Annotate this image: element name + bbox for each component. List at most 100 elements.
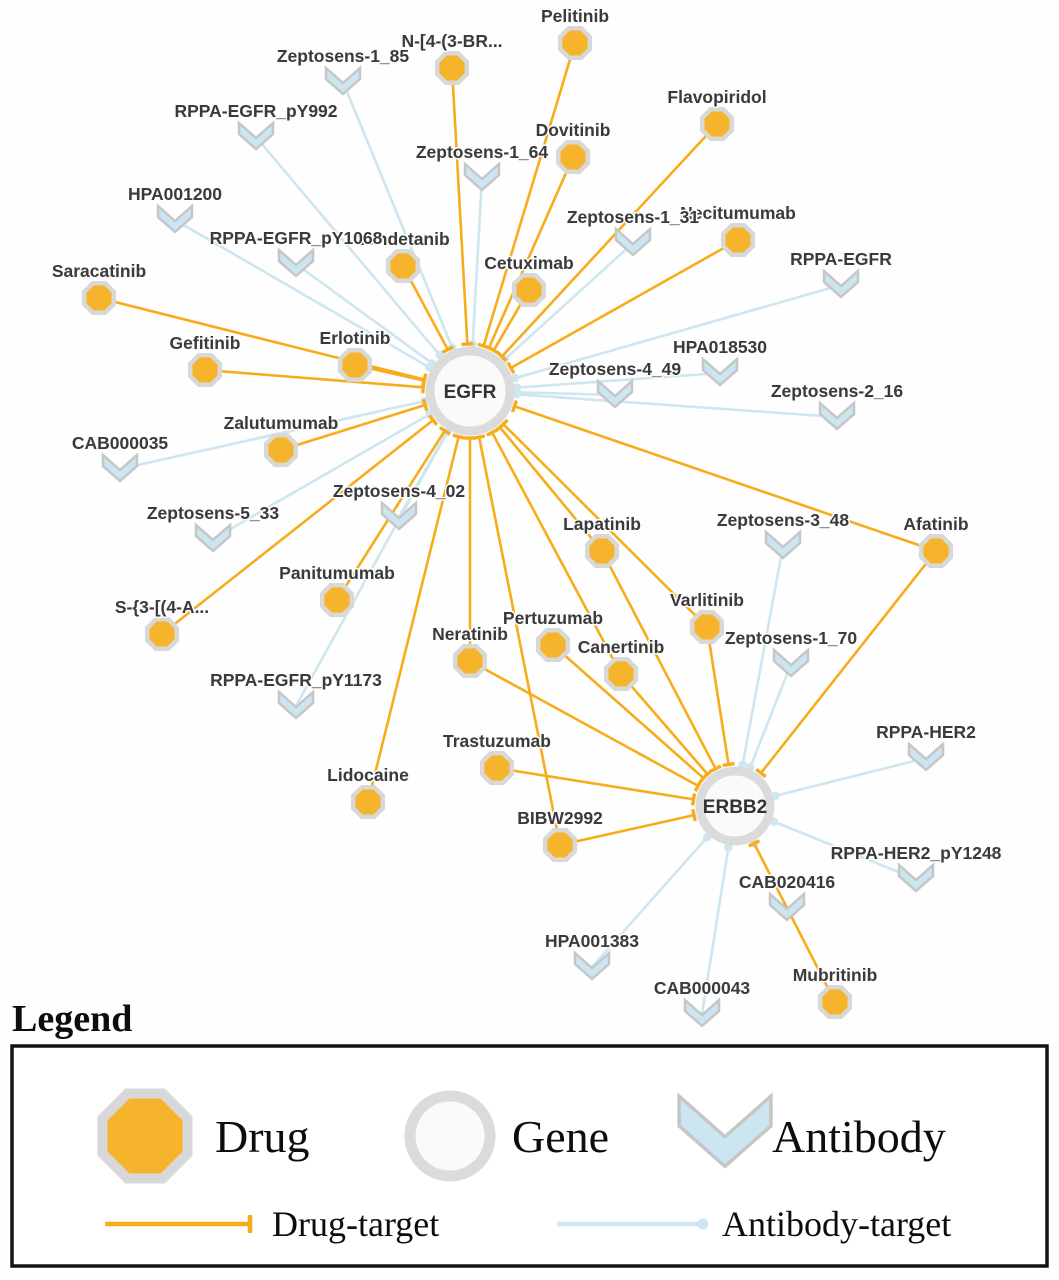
drug-label-canertinib: Canertinib: [578, 637, 665, 657]
drug-target-edge-afatinib-erbb2: [759, 550, 938, 774]
antibody-label-cab000035: CAB000035: [72, 433, 169, 453]
antibody-edge-dot: [738, 760, 747, 769]
antibody-target-edge-hpa018530-egfr: [516, 371, 721, 389]
antibody-node-rppa_egfr_py1173: [277, 689, 315, 720]
drug-label-lidocaine: Lidocaine: [327, 765, 409, 785]
antibody-target-edge-zeptosens_5_33-egfr: [212, 413, 430, 541]
antibody-target-edge-zeptosens_3_48-erbb2: [741, 545, 785, 765]
antibody-target-edge-zeptosens_4_49-egfr: [516, 390, 616, 397]
antibody-label-zeptosens_4_02: Zeptosens-4_02: [333, 481, 466, 501]
antibody-label-zeptosens_5_33: Zeptosens-5_33: [147, 503, 280, 523]
drug-label-flavopiridol: Flavopiridol: [667, 87, 766, 107]
drug-edge-tee: [421, 374, 428, 387]
antibody-label-hpa018530: HPA018530: [673, 337, 767, 357]
network-layer: EGFRERBB2PelitinibN-[4-(3-BR...Flavopiri…: [50, 5, 1003, 1028]
antibody-edge-dot: [512, 390, 522, 399]
drug-node-canertinib: [603, 656, 639, 692]
drug-label-panitumumab: Panitumumab: [279, 563, 395, 583]
drug-target-edge-dovitinib-egfr: [487, 156, 575, 349]
labels-layer: EGFRERBB2PelitinibN-[4-(3-BR...Flavopiri…: [50, 5, 1003, 1000]
antibody-target-edge-zeptosens_2_16-egfr: [516, 393, 838, 419]
drug-node-zalutumumab: [263, 432, 299, 468]
antibody-label-zeptosens_1_70: Zeptosens-1_70: [725, 628, 858, 648]
drug-target-edge-mubritinib-erbb2: [752, 842, 837, 1003]
drug-node-saracatinib: [81, 280, 117, 316]
drug-node-vandetanib: [385, 248, 421, 284]
drug-target-edge-canertinib-erbb2: [620, 673, 709, 776]
antibody-node-cab020416: [768, 891, 806, 922]
antibody-label-hpa001200: HPA001200: [128, 184, 222, 204]
antibody-target-legend-label: Antibody-target: [722, 1204, 951, 1244]
drug-label-varlitinib: Varlitinib: [670, 590, 744, 610]
legend-drug-label: Drug: [215, 1111, 310, 1162]
antibody-node-rppa_her2: [907, 741, 945, 772]
antibody-target-edge-zeptosens_1_31-egfr: [503, 242, 634, 361]
drug-node-flavopiridol: [699, 106, 735, 142]
antibody-label-zeptosens_3_48: Zeptosens-3_48: [717, 510, 850, 530]
drug-label-pertuzumab: Pertuzumab: [503, 608, 603, 628]
drug-label-cetuximab: Cetuximab: [484, 253, 573, 273]
antibody-label-rppa_egfr_py992: RPPA-EGFR_pY992: [174, 101, 337, 121]
drug-edge-tee: [421, 398, 429, 412]
drug-edge-tee: [497, 418, 509, 430]
antibody-node-zeptosens_4_02: [380, 500, 418, 531]
antibody-node-zeptosens_4_49: [596, 378, 634, 409]
antibody-label-rppa_her2_py1248: RPPA-HER2_pY1248: [831, 843, 1002, 863]
drug-label-s3_4a: S-{3-[(4-A...: [115, 597, 209, 617]
drug-target-edge-flavopiridol-egfr: [500, 123, 718, 358]
drug-target-legend-label: Drug-target: [272, 1204, 439, 1244]
drug-edge-tee: [496, 351, 508, 362]
drug-edge-tee: [506, 361, 516, 374]
gene-legend-icon: [404, 1090, 496, 1182]
drug-edge-tee: [461, 342, 474, 347]
antibody-label-rppa_her2: RPPA-HER2: [876, 722, 976, 742]
drug-label-vandetanib: Vandetanib: [356, 229, 449, 249]
drug-target-edge-trastuzumab-erbb2: [496, 766, 694, 801]
drug-node-lidocaine: [350, 784, 386, 820]
drug-edge-tee: [747, 839, 761, 848]
gene-label-erbb2: ERBB2: [703, 797, 767, 818]
antibody-label-zeptosens_1_64: Zeptosens-1_64: [416, 142, 549, 162]
drug-edge-tee: [486, 428, 499, 437]
antibody-label-rppa_egfr_py1068: RPPA-EGFR_pY1068: [210, 228, 383, 248]
antibody-edge-dot: [724, 843, 733, 852]
antibody-target-edge-zeptosens_1_85-egfr: [341, 81, 454, 349]
drug-edge-tee: [441, 345, 454, 354]
antibody-label-zeptosens_4_49: Zeptosens-4_49: [549, 359, 682, 379]
drug-node-varlitinib: [689, 609, 725, 645]
drug-node-trastuzumab: [479, 750, 515, 786]
antibody-legend-icon: [677, 1092, 773, 1169]
drug-edge-tee: [487, 345, 500, 355]
antibody-target-edge-hpa001383-erbb2: [591, 836, 709, 968]
drug-edge-tee: [428, 414, 439, 426]
gene-node-egfr: [425, 346, 515, 436]
antibody-node-zeptosens_2_16: [818, 400, 856, 431]
drug-edge-tee: [698, 772, 709, 784]
drug-node-pertuzumab: [535, 627, 571, 663]
legend: Legend Drug Gene Antibody Drug-target An…: [10, 998, 1049, 1268]
antibody-label-zeptosens_1_31: Zeptosens-1_31: [567, 207, 700, 227]
drug-target-edge-n4_3br-egfr: [450, 67, 469, 345]
drug-target-edge-afatinib-egfr: [514, 405, 937, 553]
drug-label-saracatinib: Saracatinib: [52, 261, 146, 281]
drug-label-lapatinib: Lapatinib: [563, 514, 641, 534]
drug-node-necitumumab: [720, 222, 756, 258]
antibody-label-cab000043: CAB000043: [654, 978, 751, 998]
legend-gene-label: Gene: [512, 1111, 609, 1162]
antibody-label-zeptosens_1_85: Zeptosens-1_85: [277, 46, 410, 66]
antibody-target-edge-rppa_egfr_py1173-egfr: [294, 431, 449, 707]
antibody-target-edge-rppa_her2_py1248-erbb2: [773, 820, 917, 881]
drug-target-edge-s3_4a-egfr: [161, 419, 434, 636]
antibody-label-rppa_egfr_py1173: RPPA-EGFR_pY1173: [210, 670, 382, 690]
drug-label-mubritinib: Mubritinib: [793, 965, 878, 985]
antibody-node-rppa_egfr_py992: [237, 120, 275, 151]
antibody-node-zeptosens_3_48: [764, 529, 802, 560]
antibody-node-rppa_egfr: [822, 268, 860, 299]
drug-target-edge-canertinib-egfr: [490, 431, 623, 675]
drug-node-n4_3br: [434, 50, 470, 86]
drug-label-bibw2992: BIBW2992: [517, 808, 603, 828]
antibody-node-rppa_egfr_py1068: [277, 247, 315, 278]
drug-target-edge-varlitinib-egfr: [502, 423, 708, 628]
antibody-target-edge-zeptosens_1_70-erbb2: [749, 663, 793, 768]
